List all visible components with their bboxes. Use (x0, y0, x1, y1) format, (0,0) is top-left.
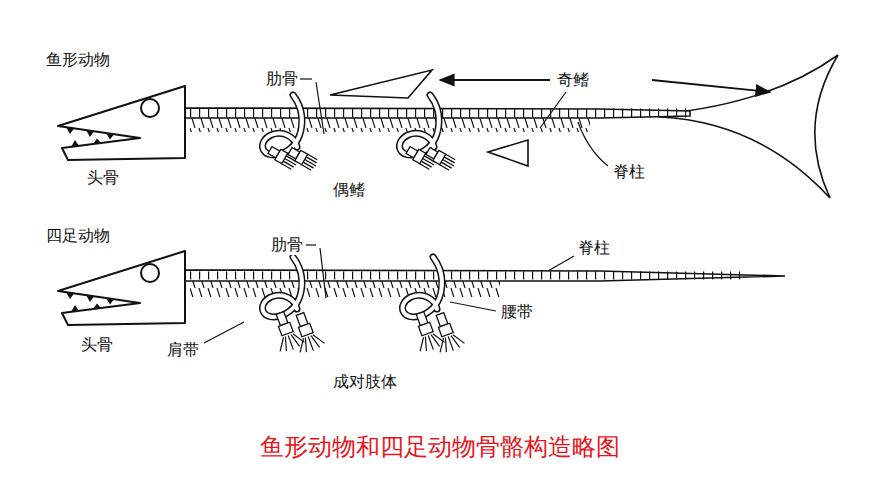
dorsal-fin (330, 70, 432, 98)
hind-limb (428, 310, 466, 356)
part-label: 脊柱 (577, 238, 611, 258)
part-label: 肩带 (166, 340, 200, 360)
section-heading: 四足动物 (45, 226, 111, 246)
pelvic-girdle (399, 95, 438, 155)
figure-caption: 鱼形动物和四足动物骨骼构造略图 (0, 432, 879, 462)
skull (58, 86, 185, 160)
pectoral-girdle (262, 95, 301, 155)
part-label: 脊柱 (612, 162, 646, 182)
spine (185, 270, 785, 281)
part-label: 肋骨 (270, 235, 304, 255)
part-label: 头骨 (86, 168, 120, 188)
tetrapod-leaders (204, 245, 574, 343)
caudal-fin (660, 55, 838, 198)
fore-limb (288, 310, 326, 356)
part-label: 肋骨 (265, 69, 299, 89)
pectoral-fin (287, 146, 319, 171)
part-label: 腰带 (500, 302, 534, 322)
ribs (190, 118, 590, 132)
vertebrae (190, 272, 740, 280)
part-label: 成对肢体 (332, 372, 398, 392)
anal-fin (488, 140, 528, 166)
shoulder-girdle (262, 257, 301, 317)
section-heading: 鱼形动物 (45, 50, 111, 70)
pelvic-fin (425, 146, 457, 171)
pelvic-girdle (402, 257, 441, 317)
part-label: 奇鳍 (556, 70, 590, 90)
part-label: 头骨 (80, 335, 114, 355)
skull (58, 251, 185, 325)
fish-skeleton (58, 55, 838, 198)
ribs (190, 281, 500, 297)
fish-leaders (300, 79, 770, 166)
part-label: 偶鳍 (332, 180, 366, 200)
